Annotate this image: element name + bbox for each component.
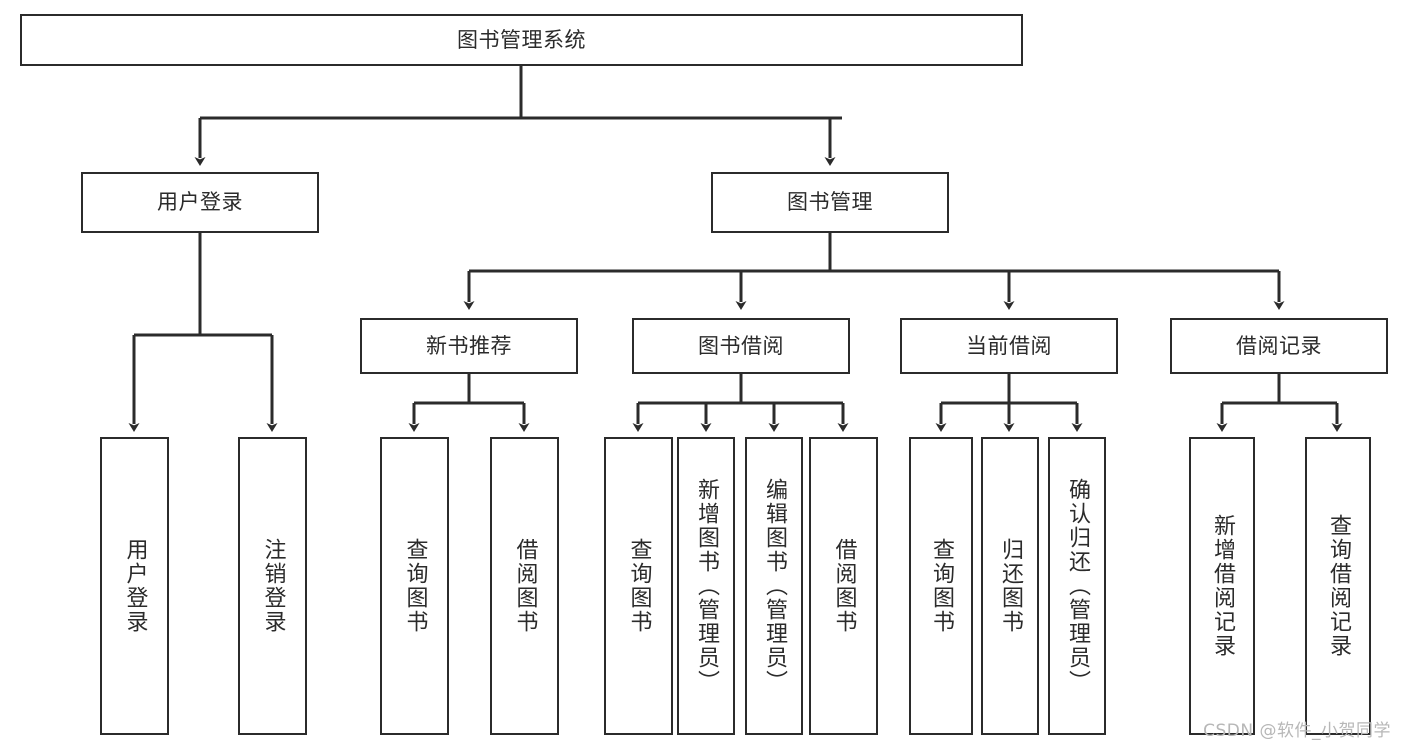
node-leaf-borrow-book-1[interactable]: 借阅图书 <box>490 437 559 735</box>
node-leaf-query-book-3[interactable]: 查询图书 <box>909 437 973 735</box>
node-leaf-query-book-2-label: 查询图书 <box>626 538 652 634</box>
node-leaf-query-book-1-label: 查询图书 <box>402 538 428 634</box>
node-leaf-query-book-3-label: 查询图书 <box>929 538 954 634</box>
node-leaf-query-record-label: 查询借阅记录 <box>1326 514 1351 658</box>
node-leaf-confirm-return-label: 确认归还（管理员） <box>1065 478 1090 694</box>
node-book-manage-label: 图书管理 <box>787 190 873 215</box>
node-leaf-borrow-book-2[interactable]: 借阅图书 <box>809 437 878 735</box>
node-root[interactable]: 图书管理系统 <box>20 14 1023 66</box>
node-leaf-add-record-label: 新增借阅记录 <box>1210 514 1235 658</box>
node-leaf-query-record[interactable]: 查询借阅记录 <box>1305 437 1371 735</box>
node-current-borrow[interactable]: 当前借阅 <box>900 318 1118 374</box>
node-leaf-edit-book-label: 编辑图书（管理员） <box>762 478 787 694</box>
node-user-login-label: 用户登录 <box>157 190 243 215</box>
node-leaf-query-book-1[interactable]: 查询图书 <box>380 437 449 735</box>
node-book-borrow-label: 图书借阅 <box>698 333 784 358</box>
node-leaf-borrow-book-1-label: 借阅图书 <box>512 538 538 634</box>
node-leaf-return-book-label: 归还图书 <box>998 538 1023 634</box>
node-borrow-record[interactable]: 借阅记录 <box>1170 318 1388 374</box>
node-leaf-user-login-label: 用户登录 <box>122 538 148 634</box>
node-book-manage[interactable]: 图书管理 <box>711 172 949 233</box>
node-new-book-rec-label: 新书推荐 <box>426 333 512 358</box>
node-root-label: 图书管理系统 <box>457 27 586 52</box>
node-leaf-add-book[interactable]: 新增图书（管理员） <box>677 437 735 735</box>
node-leaf-add-book-label: 新增图书（管理员） <box>694 478 719 694</box>
node-leaf-borrow-book-2-label: 借阅图书 <box>831 538 857 634</box>
node-leaf-user-login[interactable]: 用户登录 <box>100 437 169 735</box>
node-leaf-edit-book[interactable]: 编辑图书（管理员） <box>745 437 803 735</box>
node-current-borrow-label: 当前借阅 <box>966 333 1052 358</box>
node-book-borrow[interactable]: 图书借阅 <box>632 318 850 374</box>
node-new-book-rec[interactable]: 新书推荐 <box>360 318 578 374</box>
node-borrow-record-label: 借阅记录 <box>1236 333 1322 358</box>
node-leaf-logout[interactable]: 注销登录 <box>238 437 307 735</box>
node-leaf-add-record[interactable]: 新增借阅记录 <box>1189 437 1255 735</box>
node-leaf-confirm-return[interactable]: 确认归还（管理员） <box>1048 437 1106 735</box>
node-leaf-return-book[interactable]: 归还图书 <box>981 437 1039 735</box>
node-user-login[interactable]: 用户登录 <box>81 172 319 233</box>
node-leaf-logout-label: 注销登录 <box>260 538 286 634</box>
node-leaf-query-book-2[interactable]: 查询图书 <box>604 437 673 735</box>
